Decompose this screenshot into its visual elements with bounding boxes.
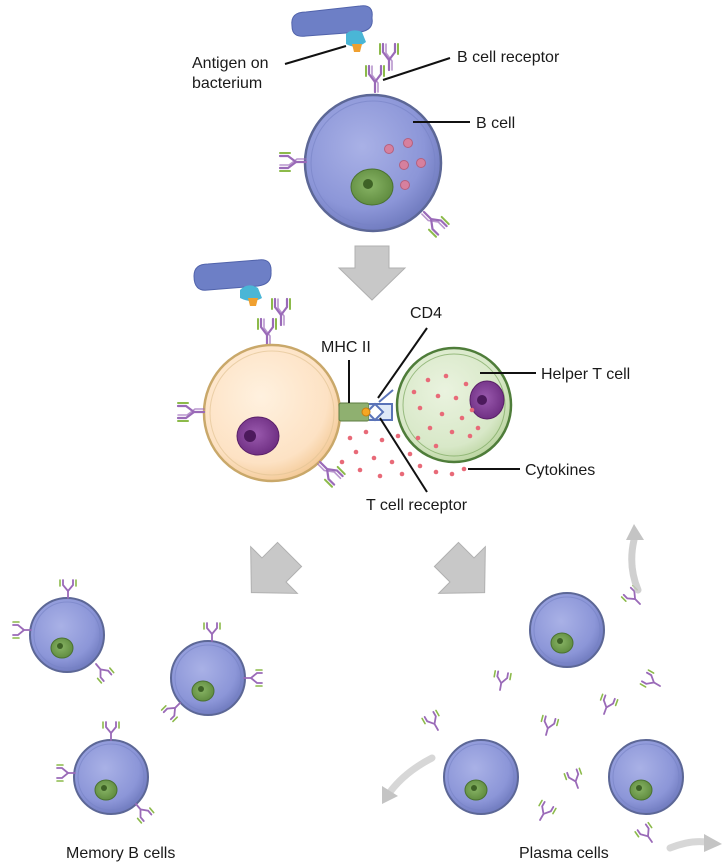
cytokine-dot bbox=[353, 449, 359, 455]
cytokine-dot bbox=[467, 433, 473, 439]
memory-b-cell bbox=[56, 721, 155, 824]
cytokine-dot bbox=[439, 411, 445, 417]
cytokine-dot bbox=[399, 471, 405, 477]
cytokine-dot bbox=[449, 471, 455, 477]
b-cell bbox=[303, 93, 443, 233]
cytokine-dot bbox=[347, 435, 353, 441]
mhc-ii-complex bbox=[338, 389, 394, 422]
cytokine-dot bbox=[435, 393, 441, 399]
cytokine-dot bbox=[363, 429, 369, 435]
cytokine-dot bbox=[417, 463, 423, 469]
antibody-icon bbox=[378, 42, 400, 72]
bacterium-top bbox=[291, 5, 373, 52]
activated-b-cell bbox=[202, 343, 342, 483]
cytokine-dot bbox=[389, 459, 395, 465]
cytokine-dot bbox=[415, 435, 421, 441]
cytokine-dot bbox=[377, 473, 383, 479]
cytokine-dot bbox=[469, 407, 475, 413]
cytokine-dot bbox=[453, 395, 459, 401]
plasma-cell bbox=[529, 592, 605, 668]
label-t-cell-receptor: T cell receptor bbox=[366, 497, 468, 514]
helper-t-cell bbox=[395, 346, 513, 464]
plasma-cell bbox=[443, 739, 519, 815]
cytokine-dot bbox=[371, 455, 377, 461]
cytokine-dot bbox=[339, 459, 345, 465]
label-cd4: CD4 bbox=[410, 305, 442, 322]
cytokine-dot bbox=[407, 451, 413, 457]
memory-b-cell bbox=[12, 579, 115, 684]
label-antigen-line2: bacterium bbox=[192, 75, 262, 92]
cytokine-dot bbox=[417, 405, 423, 411]
b-cell-receptor-icon bbox=[256, 317, 278, 347]
cytokine-dot bbox=[379, 437, 385, 443]
cytokine-dot bbox=[433, 469, 439, 475]
label-mhc-ii: MHC II bbox=[321, 339, 371, 356]
secretion-arrows bbox=[382, 524, 722, 852]
plasma-cell bbox=[608, 739, 684, 815]
arrow-down-right-icon bbox=[422, 530, 509, 617]
label-plasma-cells: Plasma cells bbox=[519, 845, 609, 862]
label-antigen-line1: Antigen on bbox=[192, 55, 269, 72]
cytokine-dot bbox=[443, 373, 449, 379]
cytokines-dots bbox=[339, 373, 481, 479]
arrow-down-icon bbox=[338, 245, 406, 301]
b-cell-receptor-leader-line bbox=[382, 57, 451, 81]
cytokine-dot bbox=[395, 433, 401, 439]
b-cell-receptor-icon bbox=[364, 64, 386, 94]
antibody-icon bbox=[278, 151, 308, 173]
cd4-leader-line bbox=[377, 327, 428, 399]
arrow-down-left-icon bbox=[227, 530, 314, 617]
cytokine-dot bbox=[425, 377, 431, 383]
cytokine-dot bbox=[357, 467, 363, 473]
cytokine-dot bbox=[427, 425, 433, 431]
antibody-icon bbox=[176, 401, 206, 423]
cytokine-dot bbox=[433, 443, 439, 449]
cytokine-dot bbox=[475, 425, 481, 431]
bacterium-middle bbox=[193, 259, 272, 306]
cytokine-dot bbox=[411, 389, 417, 395]
label-helper-t-cell: Helper T cell bbox=[541, 366, 630, 383]
antigen-leader-line bbox=[284, 45, 347, 65]
cytokine-dot bbox=[459, 415, 465, 421]
label-b-cell-receptor: B cell receptor bbox=[457, 49, 560, 66]
antibody-icon bbox=[270, 297, 292, 327]
t-cell-receptor-leader-line bbox=[379, 417, 428, 493]
memory-b-cell bbox=[160, 622, 263, 723]
cytokine-dot bbox=[463, 381, 469, 387]
label-cytokines: Cytokines bbox=[525, 462, 595, 479]
label-memory-b-cells: Memory B cells bbox=[66, 845, 175, 862]
label-b-cell: B cell bbox=[476, 115, 515, 132]
cytokine-dot bbox=[461, 466, 467, 472]
cytokine-dot bbox=[449, 429, 455, 435]
